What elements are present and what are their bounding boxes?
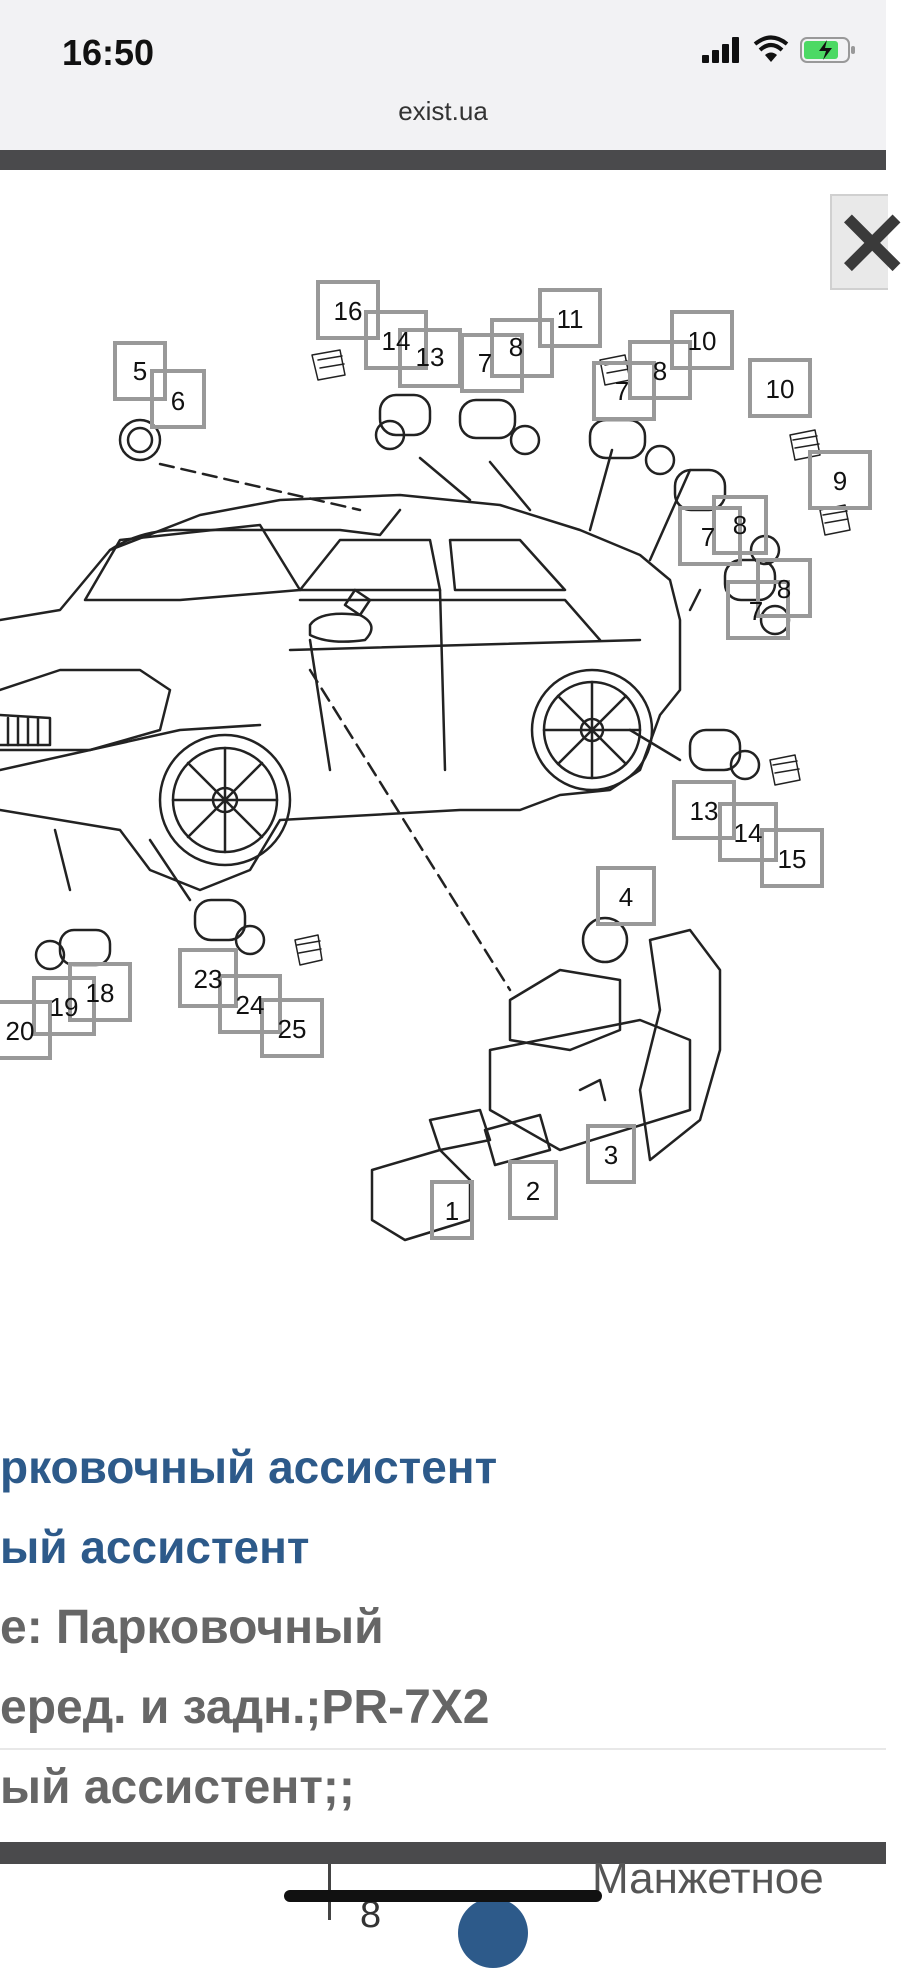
callout-label: 4 — [619, 882, 633, 912]
description-line-3: е: Парковочный — [0, 1601, 384, 1654]
modal-bottom-border — [0, 1842, 886, 1864]
description-line-5: ый ассистент;; — [0, 1761, 355, 1814]
callout-label: 7 — [615, 376, 629, 406]
info-icon[interactable] — [458, 1898, 528, 1968]
callout-label: 2 — [526, 1176, 540, 1206]
row-number: 8 — [360, 1894, 382, 1936]
callout-label: 8 — [509, 332, 523, 362]
callout-label: 8 — [777, 574, 791, 604]
callout-label: 8 — [733, 510, 747, 540]
callout-label: 10 — [766, 374, 795, 404]
description-line-4: еред. и задн.;PR-7X2 — [0, 1681, 490, 1734]
callout-label: 13 — [690, 796, 719, 826]
callout-label: 25 — [278, 1014, 307, 1044]
cellular-signal-icon — [702, 37, 739, 63]
callout-label: 7 — [749, 596, 763, 626]
callout-label: 1 — [445, 1196, 459, 1226]
callout-label: 19 — [50, 992, 79, 1022]
battery-charging-icon — [800, 37, 855, 63]
callout-label: 10 — [688, 326, 717, 356]
part-description: рковочный ассистент ый ассистент е: Парк… — [0, 1440, 886, 1840]
content-divider — [0, 1748, 886, 1750]
modal-top-border — [0, 150, 886, 170]
home-indicator[interactable] — [284, 1890, 602, 1902]
callout-label: 13 — [416, 342, 445, 372]
callout-label: 5 — [133, 356, 147, 386]
callout-label: 7 — [701, 522, 715, 552]
callout-label: 3 — [604, 1140, 618, 1170]
parts-diagram: 16 14 13 7 8 11 10 8 7 10 9 5 6 7 8 7 8 … — [0, 280, 872, 1242]
part-title-partial[interactable]: Манжетное — [592, 1854, 824, 1903]
callout-label: 9 — [833, 466, 847, 496]
status-time: 16:50 — [62, 32, 155, 73]
description-heading-line-1[interactable]: рковочный ассистент — [0, 1441, 498, 1493]
wifi-icon — [753, 35, 789, 62]
callout-label: 14 — [734, 818, 763, 848]
callout-label: 24 — [236, 990, 265, 1020]
callout-label: 11 — [557, 304, 584, 334]
close-modal-button[interactable]: × — [830, 184, 912, 296]
status-bar: 16:50 exist.ua — [0, 0, 886, 150]
address-bar-url[interactable]: exist.ua — [398, 96, 488, 126]
description-heading-line-2[interactable]: ый ассистент — [0, 1521, 310, 1573]
callout-label: 14 — [382, 326, 411, 356]
callout-label: 16 — [334, 296, 363, 326]
callout-label: 15 — [778, 844, 807, 874]
callout-label: 20 — [6, 1016, 35, 1046]
callout-label: 18 — [86, 978, 115, 1008]
callout-label: 7 — [478, 348, 492, 378]
status-icons — [702, 35, 856, 64]
callout-label: 8 — [653, 356, 667, 386]
callout-label: 6 — [171, 386, 185, 416]
callout-label: 23 — [194, 964, 223, 994]
